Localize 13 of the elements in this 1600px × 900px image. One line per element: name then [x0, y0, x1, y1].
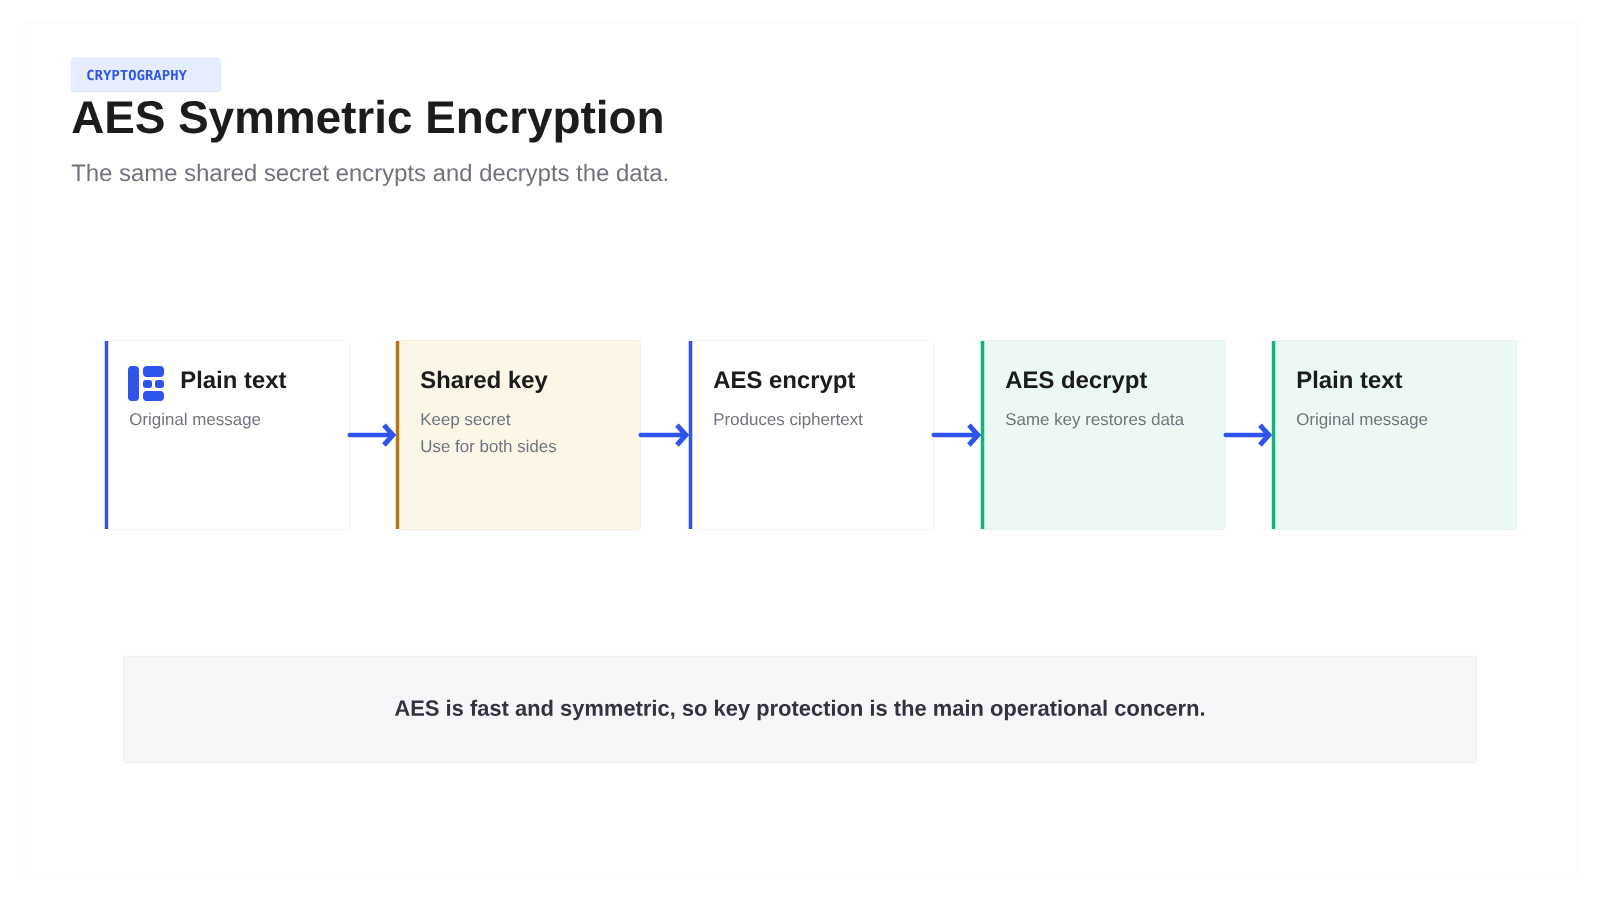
- arrow: [347, 423, 397, 447]
- arrow: [1223, 423, 1273, 447]
- subtitle: The same shared secret encrypts and decrypts the data.: [71, 163, 667, 186]
- note-box: AES is fast and symmetric, so key protection is the main operational concern.: [123, 656, 1477, 763]
- arrow: [638, 423, 690, 447]
- process-box: AES decrypt Same key restores data: [980, 340, 1226, 530]
- process-box: Plain text Original message: [1271, 340, 1517, 530]
- title: AES Symmetric Encryption: [72, 99, 662, 143]
- category-badge: CRYPTOGRAPHY: [71, 57, 221, 93]
- process-box: Plain text Original message: [104, 340, 350, 530]
- arrow: [931, 423, 982, 447]
- process-box: Shared key Keep secret Use for both sides: [395, 340, 641, 530]
- process-box: AES encrypt Produces ciphertext: [688, 340, 934, 530]
